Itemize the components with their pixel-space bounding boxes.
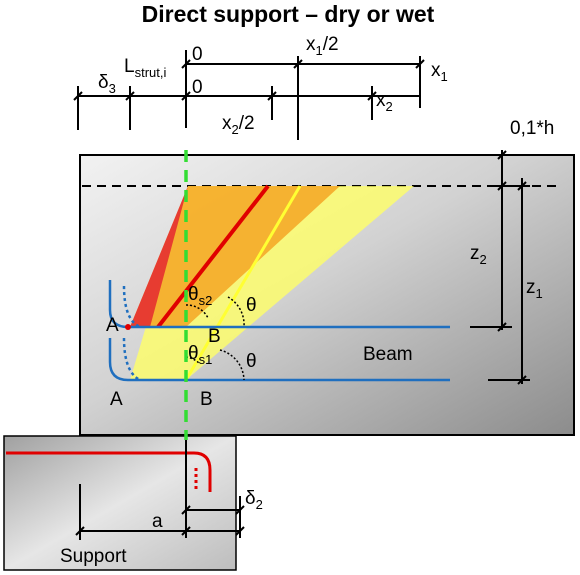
lower-rebar (108, 338, 450, 382)
diagram-title: Direct support – dry or wet (142, 1, 435, 27)
theta-upper-arc (227, 296, 245, 328)
upper-rebar-dotted (122, 285, 141, 329)
support-label: Support (60, 546, 127, 567)
upper-strut-fan (130, 186, 340, 327)
theta-s1-label: θs1 (188, 343, 212, 367)
delta2-label: δ2 (245, 488, 263, 512)
support-block (3, 435, 237, 571)
beam-label: Beam (363, 344, 413, 365)
cover-label: 0,1*h (510, 118, 554, 139)
x1-label: x1 (431, 60, 448, 84)
delta3-label: δ3 (98, 72, 116, 96)
z1-label: z1 (526, 277, 543, 301)
a-label: a (152, 511, 163, 532)
lstrut-label: Lstrut,i (124, 56, 166, 80)
node-a-lower-label: A (110, 389, 123, 410)
node-a-upper-label: A (106, 315, 119, 336)
x2-half-label: x2/2 (222, 113, 255, 137)
theta-s2-label: θs2 (188, 284, 212, 308)
strut-line-red (156, 184, 270, 329)
x2-label: x2 (376, 90, 393, 114)
upper-strut-edge (130, 186, 188, 327)
top-dimensions (73, 50, 425, 140)
support-rebar (6, 451, 212, 476)
theta-lower-arc (219, 349, 245, 381)
x1-half-label: x1/2 (306, 34, 339, 58)
z2-label: z2 (470, 243, 487, 267)
node-b-lower-label: B (200, 389, 213, 410)
bottom-dimensions (75, 440, 245, 540)
theta-lower-label: θ (246, 351, 257, 372)
node-b-upper-label: B (208, 326, 221, 347)
theta-s2-arc (185, 304, 209, 319)
theta-upper-label: θ (246, 295, 257, 316)
node-a-upper-marker (125, 324, 131, 330)
right-dimensions (470, 150, 530, 385)
strut-line-yellow (184, 185, 302, 381)
zero-top-label: 0 (192, 44, 203, 65)
lower-rebar-dotted (122, 337, 141, 382)
zero-mid-label: 0 (192, 77, 203, 98)
